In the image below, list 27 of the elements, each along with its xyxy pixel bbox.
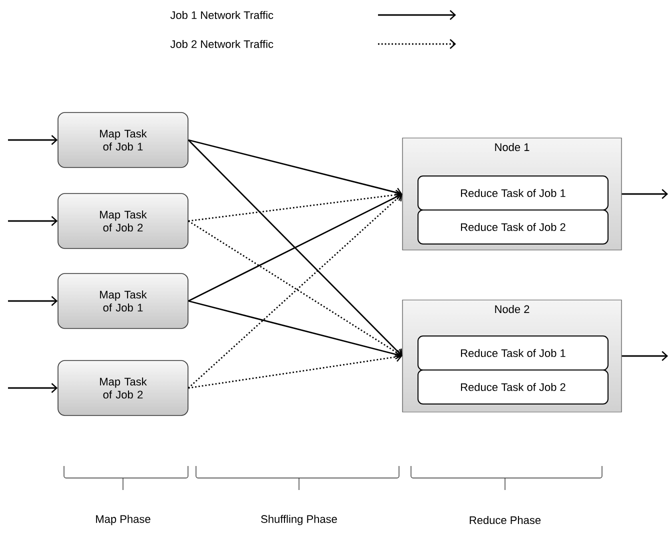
map-task-box: Map Task of Job 1 [58, 273, 188, 329]
arrow [188, 352, 402, 389]
arrow [622, 351, 668, 361]
map-task-box: Map Task of Job 1 [58, 112, 188, 168]
legend-text: Job 1 Network Traffic [170, 10, 274, 20]
arrow [188, 139, 402, 198]
phase-label: Shuffling Phase [261, 514, 337, 526]
arrow [8, 216, 58, 226]
arrow [622, 189, 668, 199]
arrow [188, 220, 402, 358]
phase-label: Map Phase [96, 514, 150, 526]
legend-text: Job 2 Network Traffic [170, 40, 274, 48]
arrow [188, 190, 402, 222]
arrow [188, 300, 402, 360]
arrow [188, 192, 402, 302]
phase-label: Reduce Phase [470, 516, 541, 524]
reduce-task-box: Reduce Task of Job 1 [418, 176, 608, 210]
arrow [8, 135, 58, 145]
reduce-task-box: Reduce Task of Job 2 [418, 210, 608, 244]
arrow [188, 140, 402, 356]
map-task-box: Map Task of Job 2 [58, 360, 188, 416]
reduce-task-box: Reduce Task of Job 1 [418, 336, 608, 370]
arrow [188, 194, 402, 389]
arrow [8, 296, 58, 306]
arrow [8, 383, 58, 393]
reduce-task-box: Reduce Task of Job 2 [418, 370, 608, 404]
map-task-box: Map Task of Job 2 [58, 193, 188, 249]
